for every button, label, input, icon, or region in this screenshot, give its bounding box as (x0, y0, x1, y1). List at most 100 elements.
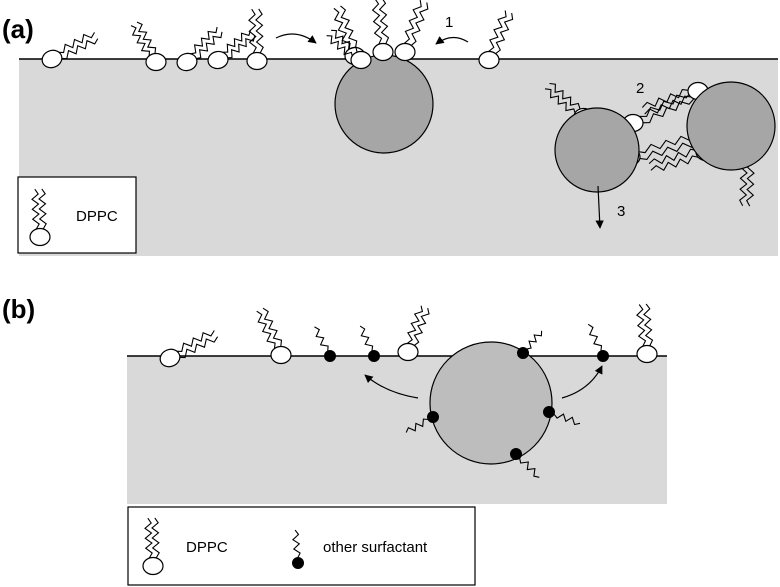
dppc-molecule-icon (246, 8, 268, 71)
dppc-molecule-icon (29, 188, 51, 247)
tail (292, 529, 301, 559)
tail (256, 310, 276, 350)
panel-b-legend: DPPC other surfactant (127, 506, 476, 586)
dppc-molecule-icon (29, 188, 51, 247)
dppc-head (246, 51, 268, 71)
step-1-label: 1 (445, 14, 453, 31)
legend-dppc-label: DPPC (76, 208, 118, 225)
dppc-head (636, 344, 658, 364)
tail (38, 188, 47, 230)
tail (378, 0, 390, 44)
dppc-molecule-icon (159, 330, 219, 368)
other-surfactant-head (517, 347, 529, 359)
dppc-molecule-icon (326, 29, 372, 70)
tail (650, 155, 700, 171)
tail (643, 303, 654, 346)
tail (636, 135, 698, 154)
tail (178, 336, 219, 359)
tail (130, 25, 151, 57)
dppc-molecule-icon (394, 0, 429, 62)
tail (314, 326, 329, 352)
other-surfactant-molecule-icon (510, 448, 540, 478)
step-3-label: 3 (617, 203, 625, 220)
tail (262, 307, 283, 347)
dppc-molecule-icon (130, 21, 167, 72)
tail (151, 517, 160, 559)
other-surfactant-molecule-icon (405, 411, 439, 433)
other-surfactant-head (368, 350, 380, 362)
tail (638, 141, 699, 160)
tail (248, 8, 257, 54)
panel-a-bubble-left (554, 107, 640, 193)
tail (57, 32, 95, 54)
arrow-icon (275, 33, 317, 44)
tail (648, 148, 698, 165)
dppc-head (145, 52, 167, 72)
other-surfactant-molecule-icon (292, 529, 304, 569)
dppc-molecule-icon (397, 305, 430, 362)
other-surfactant-molecule-icon (517, 330, 543, 359)
tail (644, 95, 692, 115)
tail (175, 330, 215, 352)
tail (745, 161, 755, 207)
other-surfactant-molecule-icon (543, 406, 581, 426)
panel-a: (a) 1 2 3 DPPC (2, 0, 778, 256)
other-surfactant-molecule-icon (587, 323, 609, 362)
tail (226, 35, 256, 59)
tail (136, 21, 157, 54)
panel-a-bubble-surface (334, 54, 434, 154)
other-surfactant-head (292, 557, 304, 569)
other-surfactant-molecule-icon (292, 529, 304, 569)
tail (636, 304, 647, 347)
tail (544, 88, 577, 115)
tail (494, 13, 514, 55)
arrow-icon (561, 365, 603, 399)
tail (405, 418, 429, 433)
legend-dppc-label: DPPC (186, 539, 228, 556)
tail (255, 8, 264, 54)
tail (222, 30, 252, 53)
dppc-molecule-icon (371, 0, 394, 62)
other-surfactant-head (510, 448, 522, 460)
panel-b-legend-box (127, 506, 476, 586)
step-2-label: 2 (636, 80, 644, 97)
panel-b-bubble (429, 341, 553, 465)
tail (404, 0, 422, 44)
dppc-head (478, 50, 500, 70)
dppc-molecule-icon (176, 26, 223, 72)
tail (194, 31, 223, 60)
dppc-head (159, 348, 181, 368)
legend-other-surfactant-label: other surfactant (323, 539, 428, 556)
panel-b-water (127, 356, 667, 504)
dppc-head (372, 42, 394, 62)
dppc-head (270, 345, 292, 365)
dppc-molecule-icon (207, 30, 256, 70)
panel-a-legend: DPPC (17, 176, 137, 254)
tail (413, 307, 430, 347)
tail (331, 29, 358, 53)
other-surfactant-head (597, 350, 609, 362)
tail (359, 325, 374, 352)
tail (60, 38, 99, 60)
tail (553, 413, 581, 426)
tail (190, 26, 218, 55)
tail (340, 5, 358, 48)
dppc-head (397, 342, 419, 362)
dppc-head (350, 50, 372, 70)
other-surfactant-molecule-icon (314, 326, 336, 362)
tail (31, 188, 40, 230)
arrow-icon (435, 36, 469, 45)
dppc-head (41, 49, 63, 69)
panel-a-adsorbed-dppc (326, 0, 429, 70)
dppc-molecule-icon (142, 517, 164, 576)
tail (587, 323, 603, 352)
tail (326, 35, 354, 58)
tail (488, 10, 507, 52)
tail (526, 330, 543, 350)
dppc-molecule-icon (636, 303, 658, 364)
dppc-molecule-icon (41, 32, 99, 69)
panel-a-label: (a) (2, 14, 34, 44)
panel-b-label: (b) (2, 294, 35, 324)
dppc-head (176, 52, 198, 72)
